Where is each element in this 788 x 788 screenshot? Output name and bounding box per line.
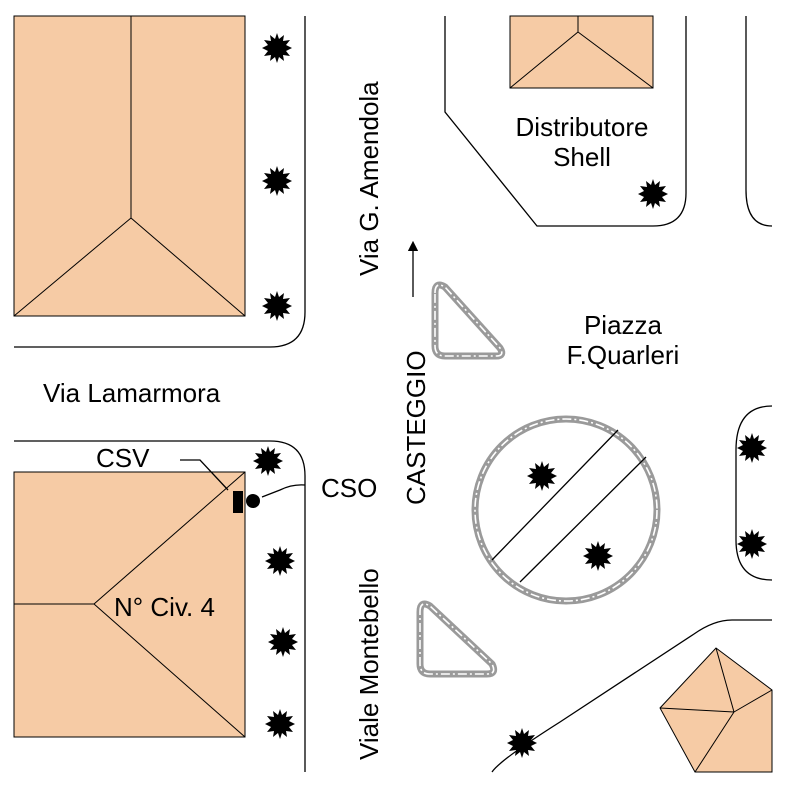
tree-icon (262, 33, 292, 63)
cso-label: CSO (321, 473, 377, 503)
place-label-distributore: Distributore (516, 112, 649, 142)
valve-icon (233, 491, 243, 513)
building-civ-4 (13, 471, 246, 738)
place-label-civico: N° Civ. 4 (114, 592, 215, 622)
tree-icon (638, 179, 668, 209)
tree-icon (268, 627, 298, 657)
place-label-quarleri: F.Quarleri (567, 340, 680, 370)
place-label-shell: Shell (553, 142, 611, 172)
street-label-via-lamarmora: Via Lamarmora (43, 378, 221, 408)
tree-icon (527, 461, 557, 491)
road-edges (14, 16, 773, 773)
tree-icon (507, 728, 537, 758)
tree-icon (262, 291, 292, 321)
building-southeast (659, 647, 773, 773)
roundabout (471, 415, 661, 605)
building-distributore-shell (509, 15, 654, 89)
tree-icon (253, 446, 283, 476)
traffic-island-north (431, 281, 506, 360)
csv-marker: CSV (96, 443, 243, 513)
traffic-island-south (416, 600, 498, 678)
building-northwest (13, 15, 246, 317)
tree-icon (265, 546, 295, 576)
street-label-casteggio: CASTEGGIO (401, 350, 431, 505)
csv-label: CSV (96, 443, 150, 473)
tree-icon (737, 529, 767, 559)
tree-icon (737, 433, 767, 463)
street-label-via-amendola: Via G. Amendola (354, 81, 384, 276)
place-label-piazza: Piazza (584, 310, 663, 340)
outlet-icon (246, 494, 260, 508)
tree-icon (262, 166, 292, 196)
tree-icon (583, 541, 613, 571)
tree-icon (265, 709, 295, 739)
cso-marker: CSO (246, 473, 377, 508)
street-label-viale-montebello: Viale Montebello (354, 568, 384, 760)
